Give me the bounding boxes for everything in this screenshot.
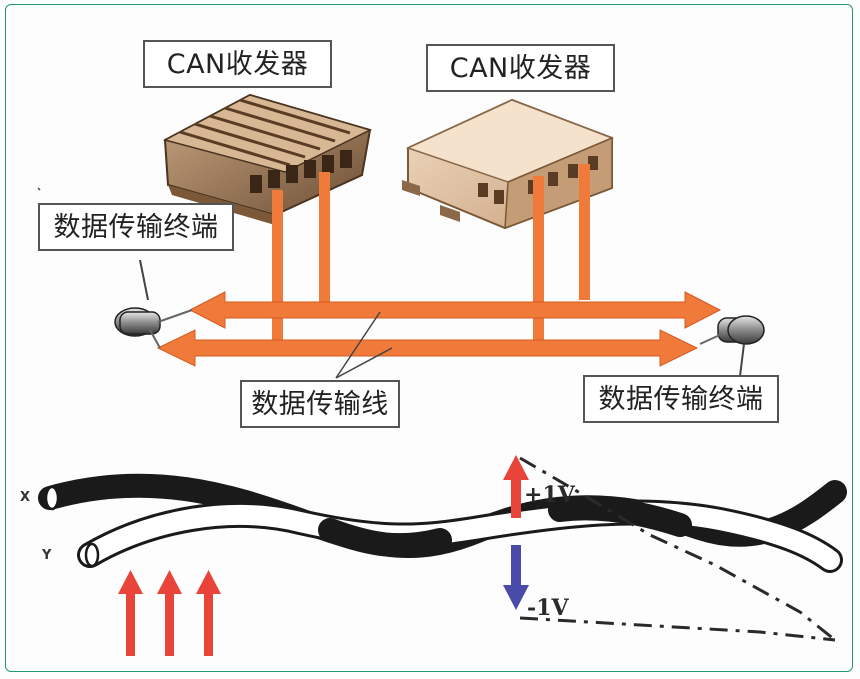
wire-y-label: Y (42, 548, 52, 563)
terminal-right-label: 数据传输终端 (583, 375, 779, 423)
ecu-bus-connectors (272, 164, 590, 350)
transceiver-right-label: CAN收发器 (426, 44, 615, 92)
transceiver-left-label: CAN收发器 (143, 40, 332, 88)
bus-line-label: 数据传输线 (240, 380, 400, 428)
terminal-left-label: 数据传输终端 (38, 203, 234, 251)
twisted-pair (38, 473, 847, 573)
bus-arrow-lower (156, 329, 699, 367)
transceiver-left-device (162, 93, 373, 225)
signal-up-arrows (118, 570, 221, 656)
transceiver-right-device (402, 98, 615, 230)
voltage-reference-lines (519, 456, 836, 642)
bus-arrow-upper (188, 291, 722, 329)
minus-voltage-label: -1V (527, 595, 569, 621)
terminal-right-device (699, 315, 765, 377)
wire-x-label: X (20, 490, 31, 505)
minus-voltage-arrow (503, 545, 529, 610)
plus-voltage-arrow (503, 455, 529, 518)
plus-voltage-label: +1V (524, 482, 575, 508)
terminal-left-device (114, 259, 193, 349)
bus-label-leaders (37, 187, 393, 379)
